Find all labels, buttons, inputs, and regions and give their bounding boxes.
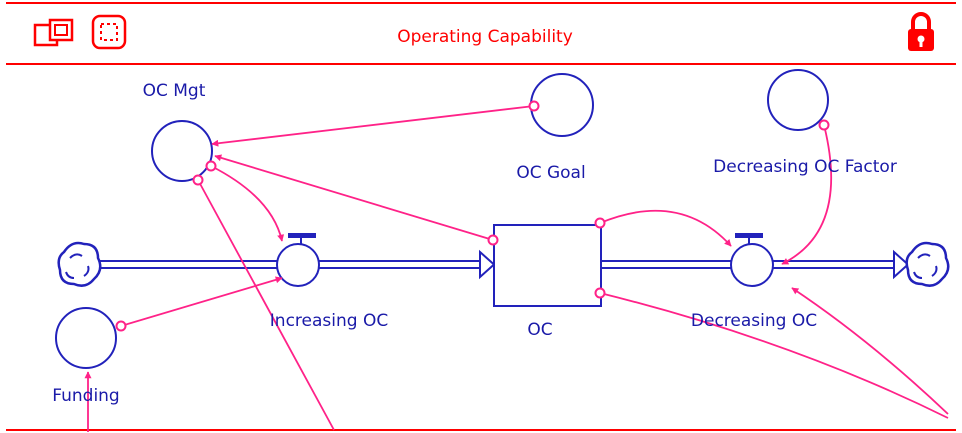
label-increasing-oc: Increasing OC <box>270 311 388 331</box>
connector-factor-to-decreasing-oc[interactable] <box>781 124 833 265</box>
connector-node <box>205 160 217 172</box>
connector-oc-to-decreasing-oc[interactable] <box>599 209 732 247</box>
connector-oc-mgt-to-increasing-oc[interactable] <box>210 165 285 242</box>
title-bar: Operating Capability <box>6 2 956 65</box>
frame-select-icon[interactable] <box>91 14 127 50</box>
connector-node <box>594 217 606 229</box>
label-oc-mgt: OC Mgt <box>143 81 206 101</box>
valve-increasing-oc[interactable] <box>276 233 320 287</box>
connector-node <box>115 320 127 332</box>
connector-oc-to-oc-mgt[interactable] <box>214 154 494 241</box>
connector-node <box>818 119 830 131</box>
valve-decreasing-oc[interactable] <box>730 233 774 287</box>
window-title: Operating Capability <box>397 27 573 47</box>
converter-funding[interactable] <box>55 307 117 369</box>
converter-oc-mgt[interactable] <box>151 120 213 182</box>
stock-oc[interactable] <box>493 224 602 307</box>
connector-origin-nodes <box>115 100 830 332</box>
connector-node <box>594 287 606 299</box>
connector-node <box>528 100 540 112</box>
label-decreasing-oc-factor: Decreasing OC Factor <box>713 157 897 177</box>
connector-offscreen-oc-mgt[interactable] <box>197 179 335 431</box>
converter-decreasing-oc-factor[interactable] <box>767 69 829 131</box>
connector-offscreen-oc[interactable] <box>599 292 949 419</box>
label-oc-goal: OC Goal <box>516 163 585 183</box>
copy-windows-icon[interactable] <box>33 18 74 47</box>
connector-node <box>487 234 499 246</box>
connector-node <box>192 174 204 186</box>
label-oc: OC <box>527 320 552 340</box>
connector-oc-goal-to-oc-mgt[interactable] <box>211 105 535 147</box>
lock-icon[interactable] <box>908 12 934 51</box>
connector-offscreen-to-decreasing-oc[interactable] <box>791 287 949 415</box>
label-decreasing-oc: Decreasing OC <box>691 311 817 331</box>
label-funding: Funding <box>52 386 119 406</box>
sink-cloud-icon[interactable] <box>905 241 950 287</box>
connector-funding-to-increasing-oc[interactable] <box>120 276 283 327</box>
source-cloud-icon[interactable] <box>57 241 102 287</box>
connectors <box>84 105 949 432</box>
converter-oc-goal[interactable] <box>530 73 594 137</box>
